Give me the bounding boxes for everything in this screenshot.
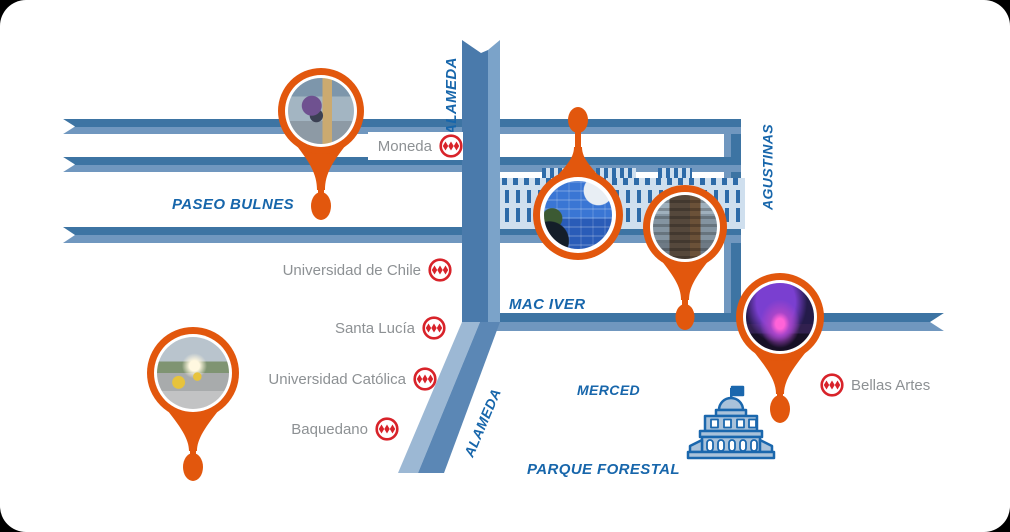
street-label-agustinas: AGUSTINAS	[759, 123, 776, 211]
pin-photo-blue-building	[544, 181, 612, 249]
road-paseo-bulnes	[60, 225, 741, 245]
station-moneda: Moneda	[368, 132, 463, 160]
station-label: Santa Lucía	[334, 319, 415, 337]
map-pin-blue-building[interactable]	[523, 63, 633, 263]
station-label: Universidad Católica	[268, 370, 406, 388]
metro-logo-icon	[439, 134, 463, 158]
road-alameda	[398, 40, 500, 473]
metro-logo-icon	[375, 417, 399, 441]
map-pin-gam-night[interactable]	[725, 270, 835, 426]
pin-photo-restoration	[288, 78, 354, 144]
map-pin-restoration[interactable]	[266, 64, 376, 229]
station-universidad-catolica: Universidad Católica	[250, 365, 437, 393]
metro-logo-icon	[428, 258, 452, 282]
street-label-merced: MERCED	[577, 382, 641, 398]
pin-photo-tower	[653, 195, 717, 259]
station-label: Moneda	[377, 137, 432, 155]
metro-logo-icon	[413, 367, 437, 391]
station-baquedano: Baquedano	[280, 415, 399, 443]
pin-photo-gam-night	[746, 283, 814, 351]
street-label-alameda-top: ALAMEDA	[442, 57, 460, 135]
station-santa-lucia: Santa Lucía	[330, 314, 446, 342]
station-label: Baquedano	[291, 420, 368, 438]
station-bellas-artes: Bellas Artes	[820, 371, 960, 399]
road-horizontal-1	[60, 117, 741, 136]
pin-photo-plaza	[157, 337, 229, 409]
street-label-paseo-bulnes: PASEO BULNES	[172, 196, 295, 213]
road-horizontal-2	[60, 155, 741, 174]
station-universidad-de-chile: Universidad de Chile	[280, 256, 452, 284]
map-pin-tower[interactable]	[633, 182, 737, 334]
metro-logo-icon	[422, 316, 446, 340]
station-label: Bellas Artes	[851, 376, 931, 394]
street-label-mac-iver: MAC IVER	[509, 296, 586, 313]
la-moneda-palace-icon	[686, 385, 776, 460]
station-label: Universidad de Chile	[282, 261, 421, 279]
road-mac-iver	[490, 311, 947, 333]
metro-logo-icon	[820, 373, 844, 397]
map-pin-plaza[interactable]	[136, 325, 250, 483]
street-label-parque-forestal: PARQUE FORESTAL	[527, 461, 680, 478]
